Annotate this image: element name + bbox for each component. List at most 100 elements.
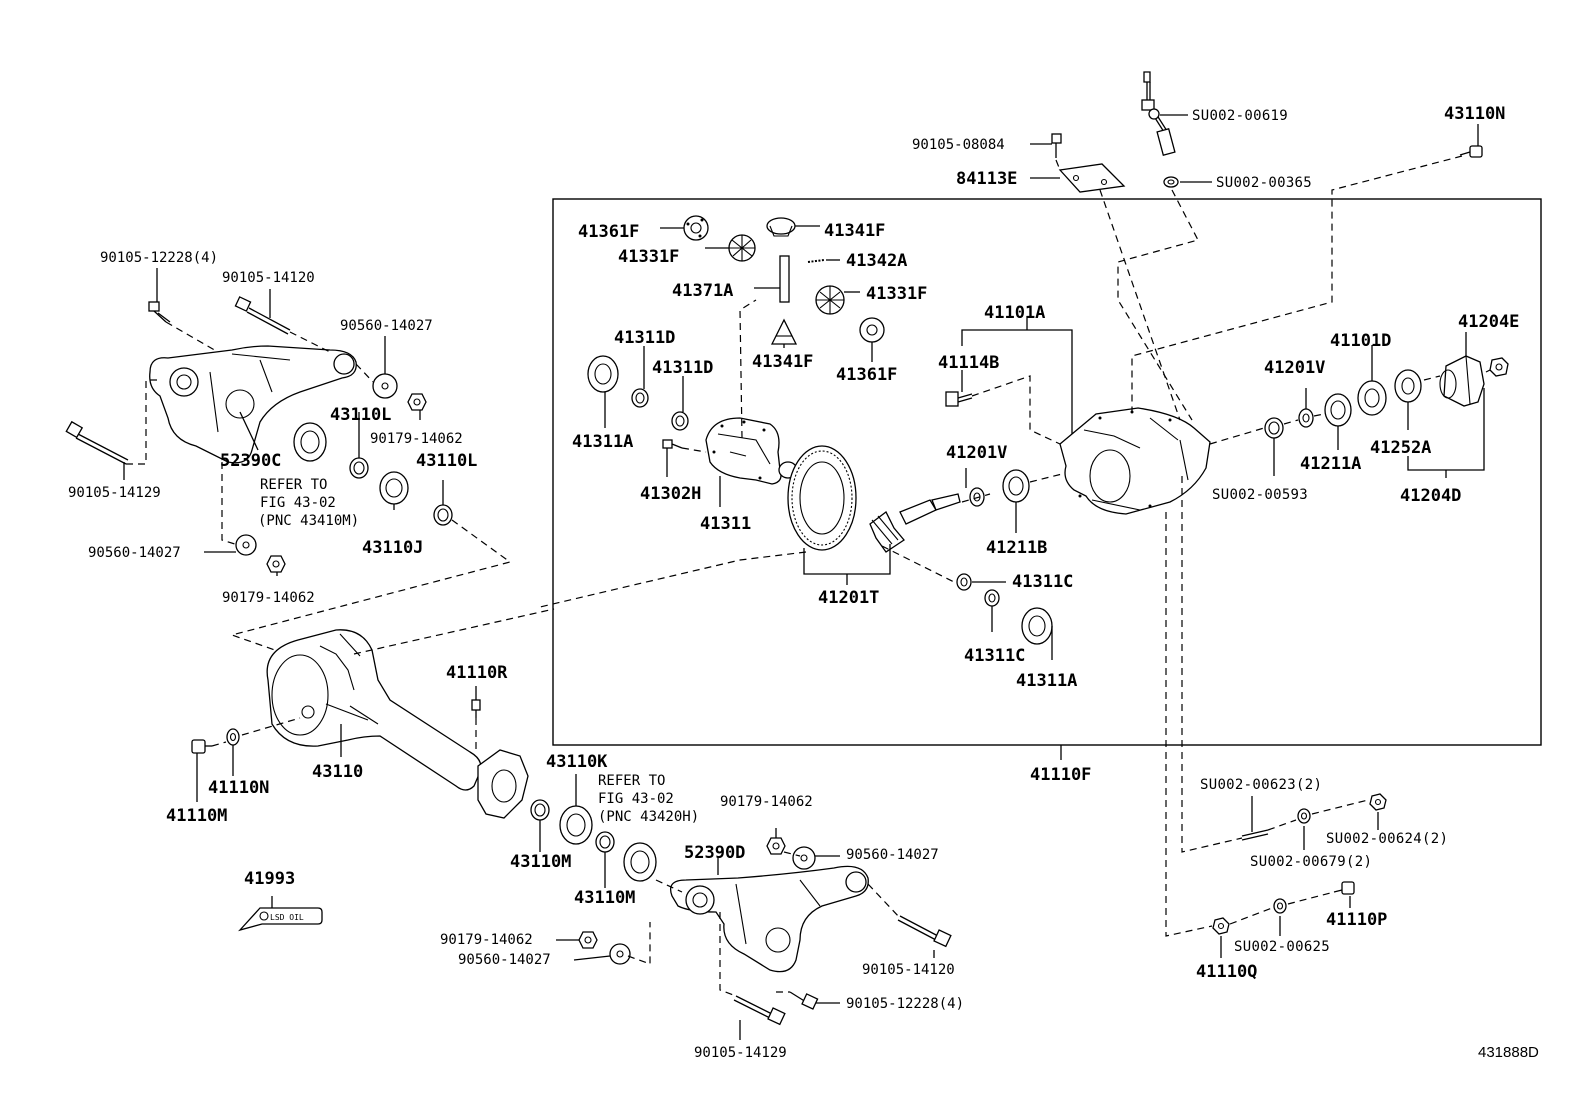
bolt-90105-14129-left bbox=[65, 420, 129, 465]
label-41311D-b: 41311D bbox=[652, 358, 713, 378]
label-41311C-a: 41311C bbox=[1012, 572, 1073, 592]
nut-90179-14062-bc bbox=[766, 837, 786, 855]
lsd-oil-text: LSD OIL bbox=[270, 913, 304, 922]
label-90105-14120-tl: 90105-14120 bbox=[222, 270, 315, 286]
label-43110K: 43110K bbox=[546, 752, 608, 772]
label-41211A: 41211A bbox=[1300, 454, 1361, 474]
label-84113E: 84113E bbox=[956, 169, 1017, 189]
bolt-90105-14129-b bbox=[733, 995, 786, 1026]
label-90560-14027-ml: 90560-14027 bbox=[88, 545, 181, 561]
label-90179-14062-bl: 90179-14062 bbox=[440, 932, 533, 948]
label-41311A-b: 41311A bbox=[1016, 671, 1077, 691]
label-41110N: 41110N bbox=[208, 778, 269, 798]
label-41114B: 41114B bbox=[938, 353, 999, 373]
label-41201V-a: 41201V bbox=[946, 443, 1007, 463]
nut-SU002-00624 bbox=[1369, 793, 1387, 811]
oil-seal-41252A bbox=[1394, 369, 1422, 403]
label-41311A-a: 41311A bbox=[572, 432, 633, 452]
bearing-41101D bbox=[1357, 380, 1387, 416]
label-90105-14129-b: 90105-14129 bbox=[694, 1045, 787, 1061]
bolt-90105-08084 bbox=[1051, 133, 1062, 158]
stud-SU002-00623 bbox=[1241, 829, 1269, 841]
label-41342A: 41342A bbox=[846, 251, 907, 271]
label-43110L-a: 43110L bbox=[330, 405, 391, 425]
label-41110F: 41110F bbox=[1030, 765, 1091, 785]
label-pnc-2: (PNC 43420H) bbox=[598, 809, 699, 825]
label-41311: 41311 bbox=[700, 514, 751, 534]
label-52390C: 52390C bbox=[220, 451, 281, 471]
ring-gear-41201T bbox=[787, 445, 857, 551]
differential-assembly-box bbox=[552, 198, 1542, 746]
label-41341F-b: 41341F bbox=[752, 352, 813, 372]
label-41361F-b: 41361F bbox=[836, 365, 897, 385]
bolt-90105-12228-left bbox=[148, 301, 171, 323]
label-43110M-b: 43110M bbox=[574, 888, 635, 908]
label-90179-14062-bc: 90179-14062 bbox=[720, 794, 813, 810]
side-gear-41341F-a bbox=[766, 217, 796, 237]
collar-43110L-a bbox=[349, 457, 369, 479]
collapsible-spacer-41201V-b bbox=[1298, 408, 1314, 428]
label-41204E: 41204E bbox=[1458, 312, 1519, 332]
label-41341F-a: 41341F bbox=[824, 221, 885, 241]
washer-SU002-00625 bbox=[1273, 898, 1287, 914]
shim-41311D-a bbox=[631, 388, 649, 408]
lsd-oil-label-41993: LSD OIL bbox=[238, 907, 323, 932]
gasket-41110N bbox=[226, 728, 240, 746]
collar-43110L-b bbox=[433, 504, 453, 526]
pinion-shaft-41371A bbox=[779, 255, 790, 303]
differential-case-41311 bbox=[705, 417, 798, 485]
label-41331F-b: 41331F bbox=[866, 284, 927, 304]
label-52390D: 52390D bbox=[684, 843, 745, 863]
label-90105-12228-4-tl: 90105-12228(4) bbox=[100, 250, 218, 266]
plug-41110M bbox=[191, 739, 212, 754]
label-SU002-00619: SU002-00619 bbox=[1192, 108, 1288, 124]
label-41252A: 41252A bbox=[1370, 438, 1431, 458]
shim-41311C-a bbox=[956, 573, 972, 591]
label-41110Q: 41110Q bbox=[1196, 962, 1257, 982]
label-41110M: 41110M bbox=[166, 806, 227, 826]
breather-41110R bbox=[471, 699, 481, 718]
label-43110N: 43110N bbox=[1444, 104, 1505, 124]
gasket-SU002-00365 bbox=[1163, 176, 1179, 188]
bolt-90105-14120-br bbox=[897, 915, 952, 948]
bearing-41311A-b bbox=[1021, 607, 1053, 645]
bracket-84113E bbox=[1058, 163, 1126, 193]
label-41302H: 41302H bbox=[640, 484, 701, 504]
label-fig-1: FIG 43-02 bbox=[260, 495, 336, 511]
bushing-refer-43420H bbox=[623, 842, 657, 882]
cushion-90560-14027-left-mid bbox=[235, 534, 257, 556]
label-41311C-b: 41311C bbox=[964, 646, 1025, 666]
label-41101D: 41101D bbox=[1330, 331, 1391, 351]
pin-41342A bbox=[807, 259, 825, 263]
nut-41110Q bbox=[1212, 917, 1230, 935]
label-41361F-a: 41361F bbox=[578, 222, 639, 242]
cushion-90560-14027-left-top bbox=[372, 373, 398, 399]
label-43110L-b: 43110L bbox=[416, 451, 477, 471]
bolt-41302H bbox=[662, 439, 683, 449]
bearing-41311A-a bbox=[587, 355, 619, 393]
bolt-41110P bbox=[1333, 881, 1355, 895]
label-SU002-00679-2: SU002-00679(2) bbox=[1250, 854, 1372, 870]
label-41110R: 41110R bbox=[446, 663, 508, 683]
bolt-90105-14120-left bbox=[234, 296, 291, 335]
cushion-90560-14027-bc bbox=[792, 846, 816, 870]
companion-flange-41204D bbox=[1439, 355, 1485, 407]
drive-pinion-41201T bbox=[869, 493, 961, 553]
label-90105-14129-tl: 90105-14129 bbox=[68, 485, 161, 501]
label-90560-14027-bl: 90560-14027 bbox=[458, 952, 551, 968]
washer-SU002-00679 bbox=[1297, 808, 1311, 824]
label-90179-14062-tl: 90179-14062 bbox=[370, 431, 463, 447]
bearing-41211B bbox=[1002, 469, 1030, 503]
label-90105-08084: 90105-08084 bbox=[912, 137, 1005, 153]
mount-bracket-right bbox=[669, 865, 869, 973]
label-SU002-00365: SU002-00365 bbox=[1216, 175, 1312, 191]
side-gear-41341F-b bbox=[770, 318, 798, 345]
label-SU002-00623-2: SU002-00623(2) bbox=[1200, 777, 1322, 793]
label-41101A: 41101A bbox=[984, 303, 1045, 323]
cushion-90560-14027-bl bbox=[609, 943, 631, 965]
spacer-41201V-a bbox=[969, 487, 985, 507]
bushing-52390C bbox=[293, 422, 327, 462]
bushing-43110K bbox=[559, 805, 593, 845]
label-90560-14027-tl: 90560-14027 bbox=[340, 318, 433, 334]
